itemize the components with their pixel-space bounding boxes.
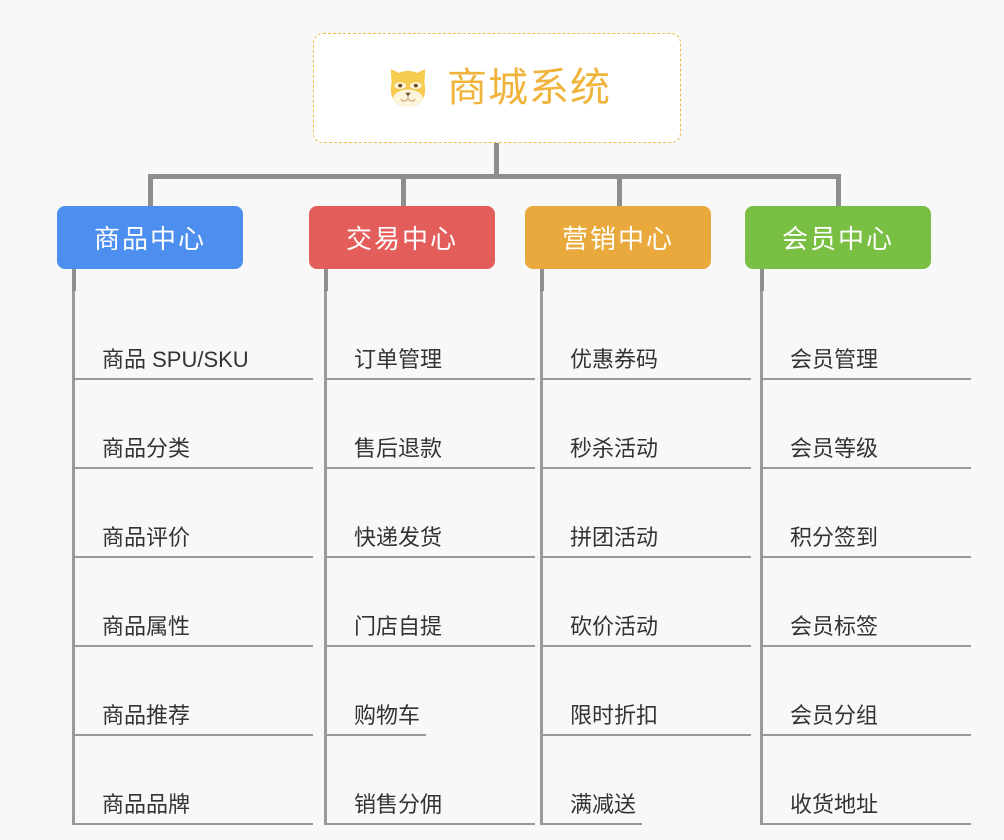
leaf-item-label: 会员管理	[760, 346, 971, 380]
leaf-item[interactable]: 商品 SPU/SKU	[72, 291, 313, 380]
leaf-item-label: 会员等级	[760, 435, 971, 469]
leaf-item-label: 订单管理	[324, 346, 535, 380]
leaf-item-label: 砍价活动	[540, 613, 751, 647]
leaf-item-label: 秒杀活动	[540, 435, 751, 469]
leaf-item[interactable]: 会员等级	[760, 380, 971, 469]
branch-header-label: 交易中心	[345, 224, 458, 254]
root-title: 商城系统	[447, 66, 611, 110]
leaf-item[interactable]: 购物车	[324, 647, 427, 736]
leaf-item[interactable]: 收货地址	[760, 736, 971, 825]
leaf-item[interactable]: 商品品牌	[72, 736, 313, 825]
leaf-rail-member-center	[760, 291, 763, 825]
leaf-item[interactable]: 会员分组	[760, 647, 971, 736]
leaf-item[interactable]: 快递发货	[324, 469, 535, 558]
branch-header-product-center[interactable]: 商品中心	[57, 206, 243, 269]
leaf-item-label: 限时折扣	[540, 702, 751, 736]
leaf-item-label: 门店自提	[324, 613, 535, 647]
branch-header-marketing-center[interactable]: 营销中心	[525, 206, 711, 269]
connector-drop-3	[617, 174, 622, 209]
branch-header-label: 商品中心	[93, 224, 206, 254]
leaf-item-label: 快递发货	[324, 524, 535, 558]
branch-header-label: 营销中心	[561, 224, 674, 254]
leaf-item-label: 商品 SPU/SKU	[72, 346, 313, 380]
connector-stub-marketing-center	[540, 269, 544, 291]
leaf-item-label: 收货地址	[760, 791, 971, 825]
leaf-rail-trade-center	[324, 291, 327, 825]
leaf-item-label: 会员标签	[760, 613, 971, 647]
leaf-item-label: 商品推荐	[72, 702, 313, 736]
leaf-item[interactable]: 商品评价	[72, 469, 313, 558]
leaf-item-label: 优惠券码	[540, 346, 751, 380]
leaf-rail-product-center	[72, 291, 75, 825]
connector-horizontal-bus	[148, 174, 840, 179]
leaf-item[interactable]: 销售分佣	[324, 736, 535, 825]
leaf-item[interactable]: 会员标签	[760, 558, 971, 647]
branch-header-label: 会员中心	[781, 224, 894, 254]
leaf-rail-marketing-center	[540, 291, 543, 825]
leaf-item[interactable]: 售后退款	[324, 380, 535, 469]
leaf-item-label: 售后退款	[324, 435, 535, 469]
leaf-item[interactable]: 限时折扣	[540, 647, 751, 736]
connector-stub-member-center	[760, 269, 764, 291]
connector-drop-1	[148, 174, 153, 209]
branch-header-trade-center[interactable]: 交易中心	[309, 206, 495, 269]
leaf-item[interactable]: 商品推荐	[72, 647, 313, 736]
leaf-item[interactable]: 秒杀活动	[540, 380, 751, 469]
leaf-item-label: 满减送	[540, 791, 643, 825]
leaf-item[interactable]: 商品分类	[72, 380, 313, 469]
leaf-item-label: 商品分类	[72, 435, 313, 469]
leaf-item[interactable]: 满减送	[540, 736, 643, 825]
leaf-item-label: 商品评价	[72, 524, 313, 558]
leaf-item[interactable]: 积分签到	[760, 469, 971, 558]
leaf-item[interactable]: 优惠券码	[540, 291, 751, 380]
leaf-item-label: 会员分组	[760, 702, 971, 736]
root-node[interactable]: 商城系统	[313, 33, 681, 143]
leaf-item[interactable]: 砍价活动	[540, 558, 751, 647]
connector-stub-trade-center	[324, 269, 328, 291]
shiba-dog-face-icon	[390, 69, 426, 108]
leaf-item-label: 商品属性	[72, 613, 313, 647]
branch-header-member-center[interactable]: 会员中心	[745, 206, 931, 269]
connector-stub-product-center	[72, 269, 76, 291]
connector-drop-4	[836, 174, 841, 209]
leaf-item-label: 积分签到	[760, 524, 971, 558]
connector-root-stem	[494, 143, 499, 176]
leaf-item[interactable]: 拼团活动	[540, 469, 751, 558]
connector-drop-2	[401, 174, 406, 209]
leaf-item-label: 购物车	[324, 702, 427, 736]
leaf-item[interactable]: 商品属性	[72, 558, 313, 647]
leaf-item[interactable]: 门店自提	[324, 558, 535, 647]
leaf-item-label: 拼团活动	[540, 524, 751, 558]
leaf-item-label: 销售分佣	[324, 791, 535, 825]
leaf-item[interactable]: 会员管理	[760, 291, 971, 380]
leaf-item[interactable]: 订单管理	[324, 291, 535, 380]
leaf-item-label: 商品品牌	[72, 791, 313, 825]
